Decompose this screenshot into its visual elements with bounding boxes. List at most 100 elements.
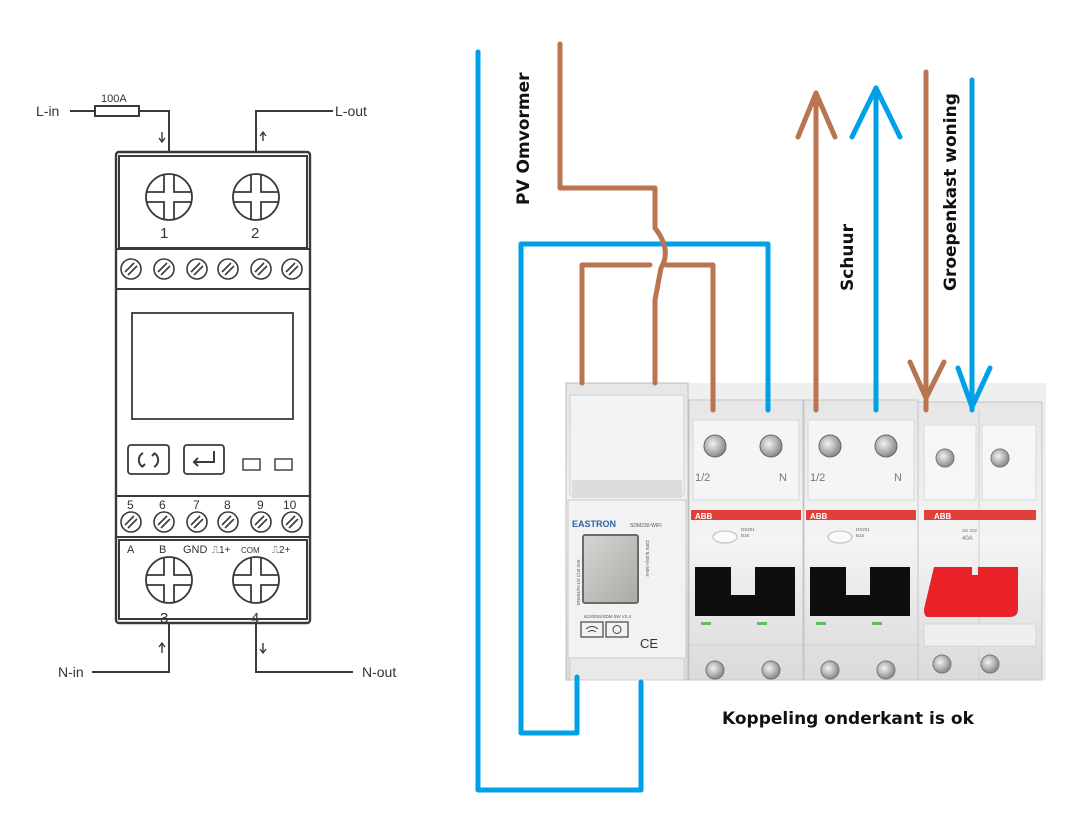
l-out-wire (255, 110, 333, 152)
arrow-up-icon (259, 130, 267, 141)
small-screw-icon (217, 258, 239, 280)
status-indicator (757, 622, 767, 625)
terminal-screw-icon (145, 173, 193, 221)
label-pulse-2: ⎍2+ (272, 545, 291, 556)
screw (990, 448, 1010, 468)
meter-side-right: 230V 5(45)A 50Hz (645, 540, 650, 578)
small-screw-icon (186, 511, 208, 533)
terminal-number-3: 3 (160, 610, 168, 627)
breaker-model: DS201 (741, 527, 755, 532)
meter-schematic (70, 105, 353, 673)
label-b: B (159, 544, 166, 556)
screw (874, 434, 898, 458)
l-out-label: L-out (335, 103, 367, 119)
led-1 (242, 458, 261, 471)
shed-live-arrowhead (795, 90, 838, 140)
breaker-rating: B16 (856, 533, 865, 538)
aux-terminal-7: 7 (193, 498, 200, 512)
meter-side-left: EN50470-1/3 Cl.B 3X6 (576, 559, 581, 605)
neutral-wires (475, 49, 993, 793)
arrow-down-icon (259, 643, 267, 655)
n-in-wire (92, 623, 170, 673)
small-screw-icon (120, 511, 142, 533)
aux-terminal-9: 9 (257, 498, 264, 512)
breaker-brand: ABB (695, 512, 713, 521)
terminal-number-2: 2 (251, 225, 259, 242)
status-indicator (872, 622, 882, 625)
rcd-rating: 40A (962, 536, 973, 542)
meter-brand: EASTRON (572, 519, 616, 529)
fuse-label: 100A (101, 93, 127, 105)
aux-terminal-6: 6 (159, 498, 166, 512)
shed-neutral-arrowhead (849, 85, 903, 140)
breaker-brand: ABB (810, 512, 828, 521)
rcd-toggle (924, 567, 1018, 617)
wifi-icon (585, 626, 599, 633)
aux-terminal-labels: A B GND ⎍1+ COM ⎍2+ (127, 544, 291, 556)
note-label: Koppeling onderkant is ok (722, 709, 975, 729)
screw (705, 660, 725, 680)
display-window (131, 312, 294, 420)
rcd-brand: ABB (934, 512, 952, 521)
house-neutral-arrowhead (955, 365, 993, 410)
aux-terminal-8: 8 (224, 498, 231, 512)
bottom-terminal-block (118, 539, 308, 620)
neutral-wire-outer-loop (475, 49, 644, 793)
terminal-screw-icon (145, 556, 193, 604)
small-screw-icon (281, 258, 303, 280)
enter-icon (192, 451, 215, 467)
live-wire-pv-inverter (557, 41, 668, 386)
pole-label: N (779, 472, 787, 484)
label-pulse-1: ⎍1+ (212, 545, 231, 556)
pole-label: N (894, 472, 902, 484)
screw-terminals (145, 173, 280, 604)
wifi-button (580, 621, 604, 638)
cycle-button (605, 621, 629, 638)
pv-inverter-label: PV Omvormer (514, 72, 534, 205)
screw (820, 660, 840, 680)
eastron-meter: EASTRON SDM230-WIFI EN50470-1/3 Cl.B 3X6… (565, 382, 689, 681)
screw (703, 434, 727, 458)
fuse-symbol (94, 105, 140, 117)
screw (759, 434, 783, 458)
small-screw-icon (153, 511, 175, 533)
neutral-wire-inner-loop (518, 241, 771, 736)
meter-footer: 6120/5G/SDM 5W V4.4 (584, 614, 632, 619)
small-screw-icon (250, 258, 272, 280)
pole-label: 1/2 (810, 472, 825, 484)
small-screw-icon (120, 258, 142, 280)
terminal-screw-icon (232, 556, 280, 604)
pole-label: 1/2 (695, 472, 710, 484)
arrow-up-icon (158, 641, 166, 653)
enter-button (183, 444, 225, 475)
ce-mark: CE (640, 636, 658, 651)
shed-label: Schuur (838, 223, 858, 291)
screw (761, 660, 781, 680)
rcd-module: ABB SD 202 40A (917, 401, 1043, 681)
l-in-label: L-in (36, 103, 59, 119)
status-indicator (701, 622, 711, 625)
breaker-toggle (810, 567, 910, 616)
small-screw-icon (186, 258, 208, 280)
label-gnd: GND (183, 544, 208, 556)
breaker-rating: B16 (741, 533, 750, 538)
small-screw-icon (217, 511, 239, 533)
arrow-down-icon (158, 132, 166, 144)
small-screw-icon (153, 258, 175, 280)
house-panel-label: Groepenkast woning (941, 93, 961, 291)
aux-terminal-numbers: 5 6 7 8 9 10 (127, 498, 297, 512)
label-com: COM (241, 546, 260, 555)
led-2 (274, 458, 293, 471)
terminal-number-1: 1 (160, 225, 168, 242)
label-a: A (127, 544, 135, 556)
live-wire-meter-to-breaker (579, 262, 716, 413)
n-in-label: N-in (58, 664, 84, 680)
aux-terminal-10: 10 (283, 498, 297, 512)
screw (932, 654, 952, 674)
meter-body (114, 150, 312, 625)
breaker-model: DS201 (856, 527, 870, 532)
screw (980, 654, 1000, 674)
terminal-screw-icon (232, 173, 280, 221)
